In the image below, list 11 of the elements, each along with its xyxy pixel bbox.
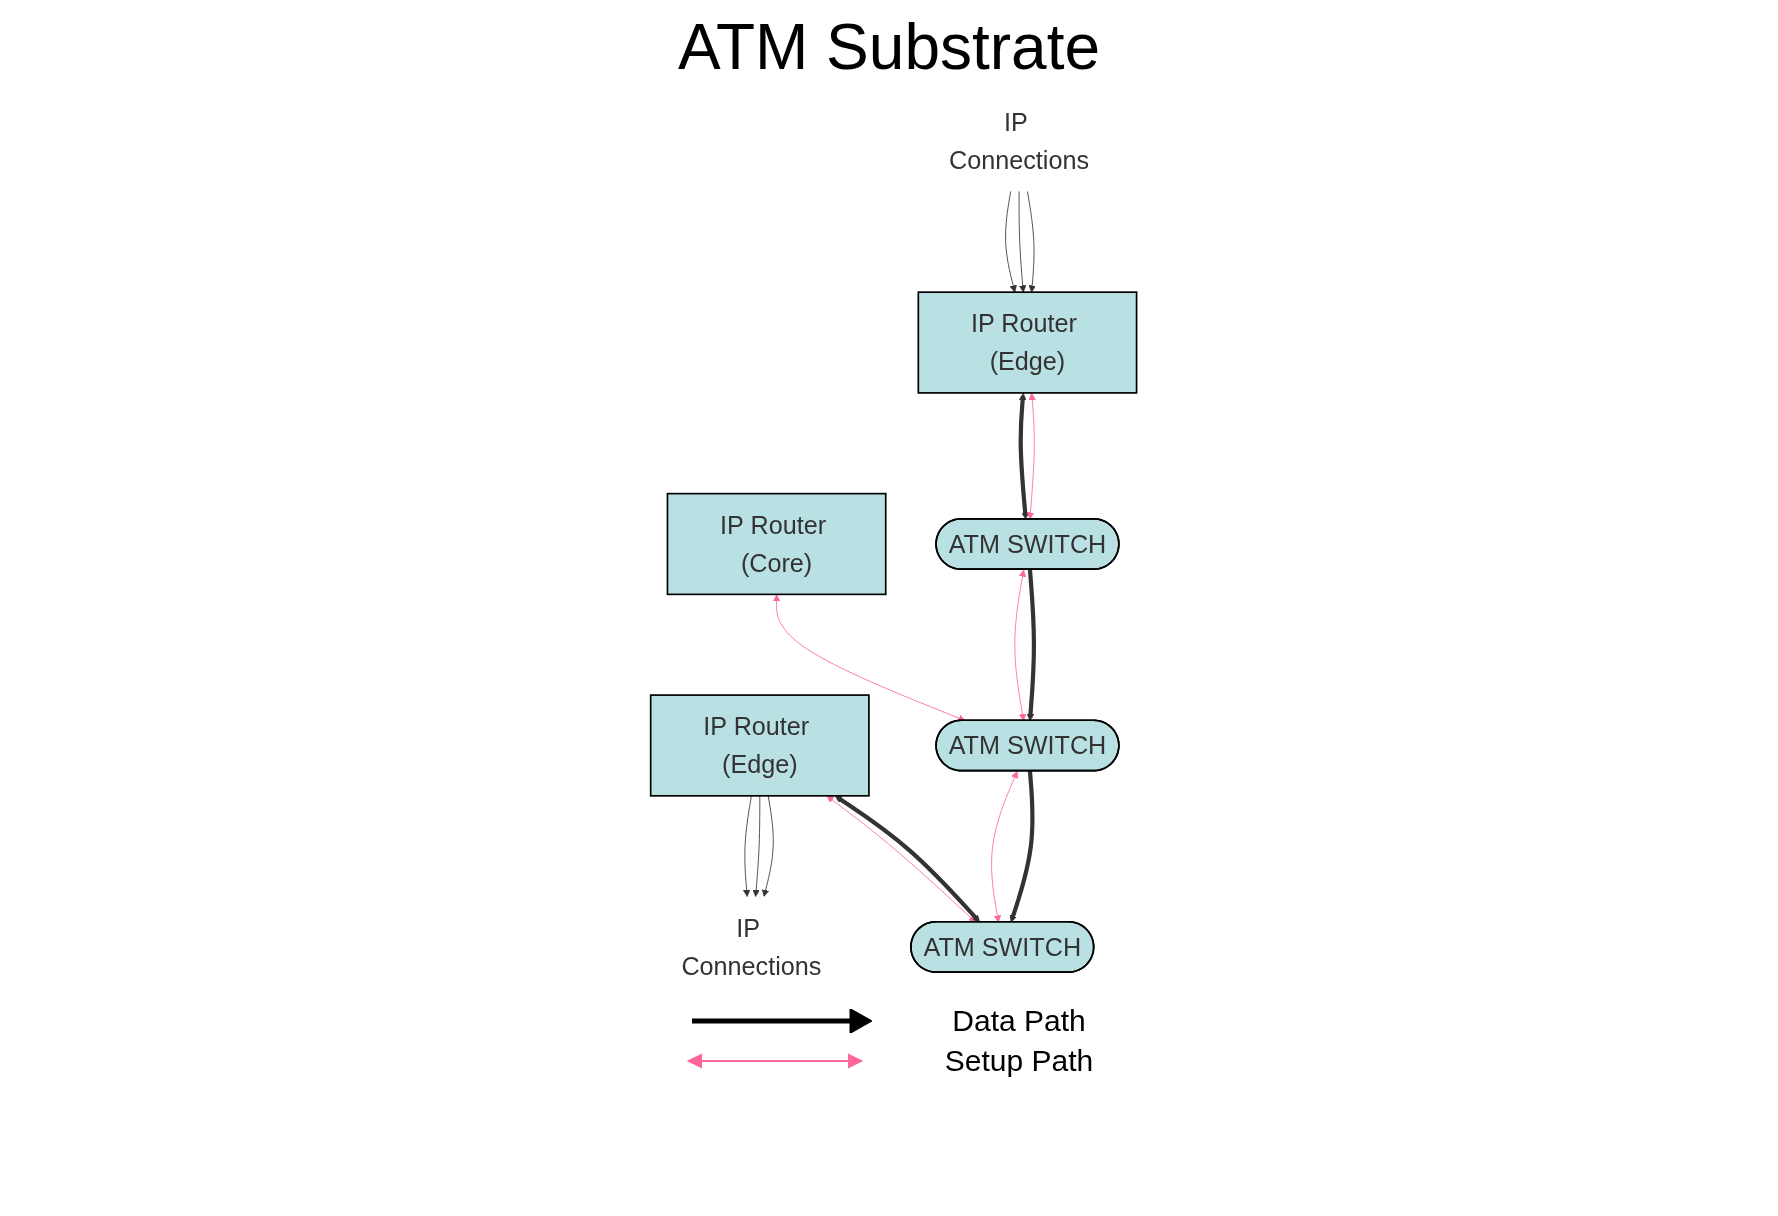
node-box: IP Router (Core) <box>666 492 887 596</box>
node-text: IP Connections <box>948 108 1089 174</box>
arrow <box>1026 569 1036 722</box>
arrow <box>1009 770 1035 923</box>
legend-label: Setup Path <box>944 1044 1094 1078</box>
node-box: IP Router (Edge) <box>649 694 870 797</box>
diagram-title: ATM Substrate <box>676 10 1102 84</box>
legend-label: Data Path <box>952 1004 1086 1038</box>
node-text: IP Connections <box>680 914 821 980</box>
node-box: IP Router (Edge) <box>917 291 1137 394</box>
arrow <box>1018 392 1029 520</box>
